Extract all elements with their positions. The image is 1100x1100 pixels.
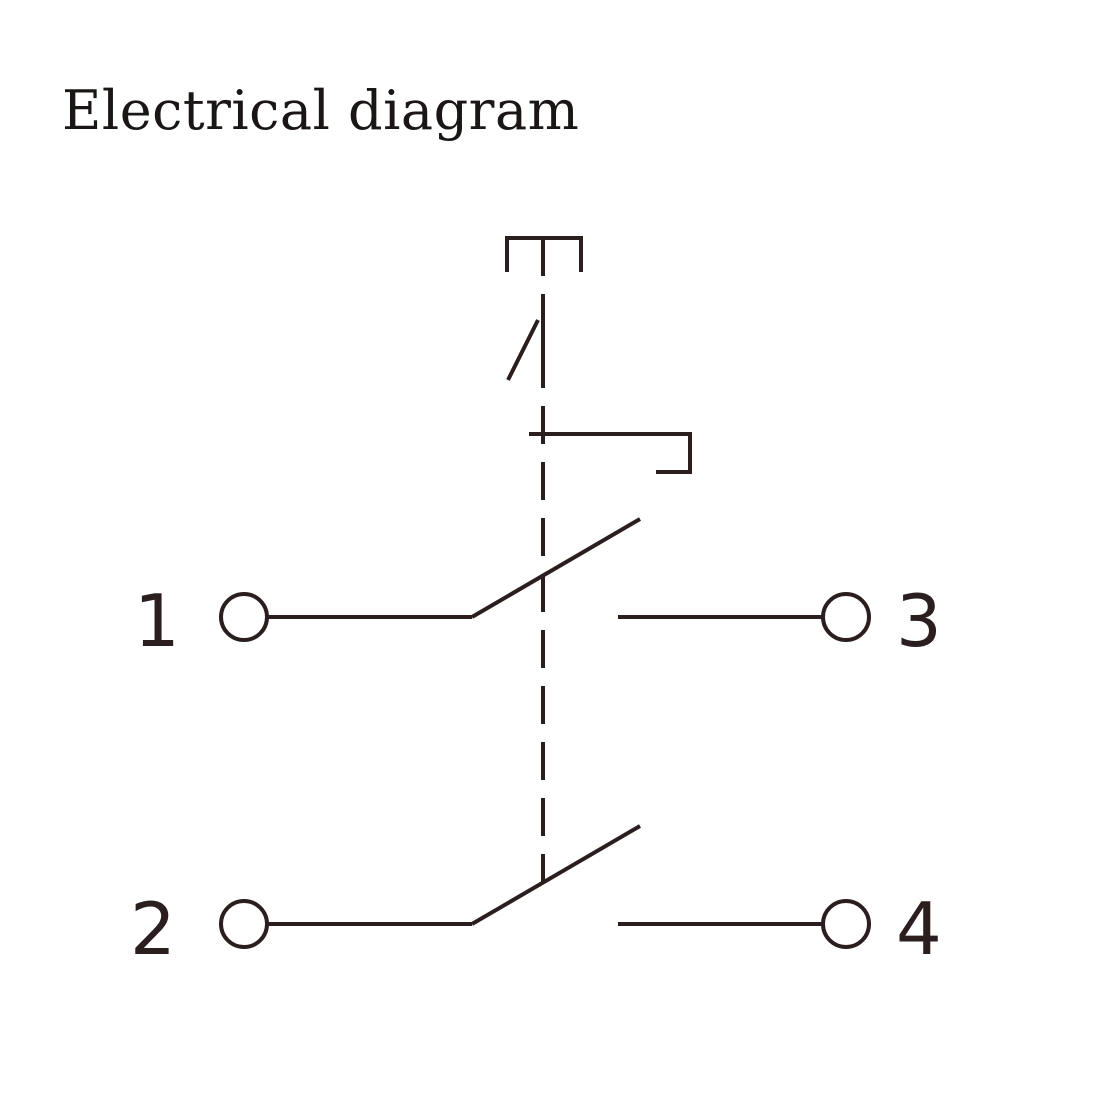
- terminal-2-circle: [219, 899, 269, 949]
- actuator-stroke-left: [506, 319, 540, 381]
- terminal-4-label: 4: [896, 887, 942, 971]
- diagram-title: Electrical diagram: [62, 79, 580, 142]
- terminal-1-label: 1: [134, 579, 180, 663]
- terminal-4-circle: [821, 899, 871, 949]
- terminal-2-label: 2: [130, 887, 176, 971]
- lower-switch-blade: [470, 824, 642, 926]
- latch-bracket: [529, 432, 692, 474]
- terminal-3-circle: [821, 592, 871, 642]
- upper-switch-blade: [470, 517, 642, 619]
- terminal-1-circle: [219, 592, 269, 642]
- terminal-3-label: 3: [896, 579, 942, 663]
